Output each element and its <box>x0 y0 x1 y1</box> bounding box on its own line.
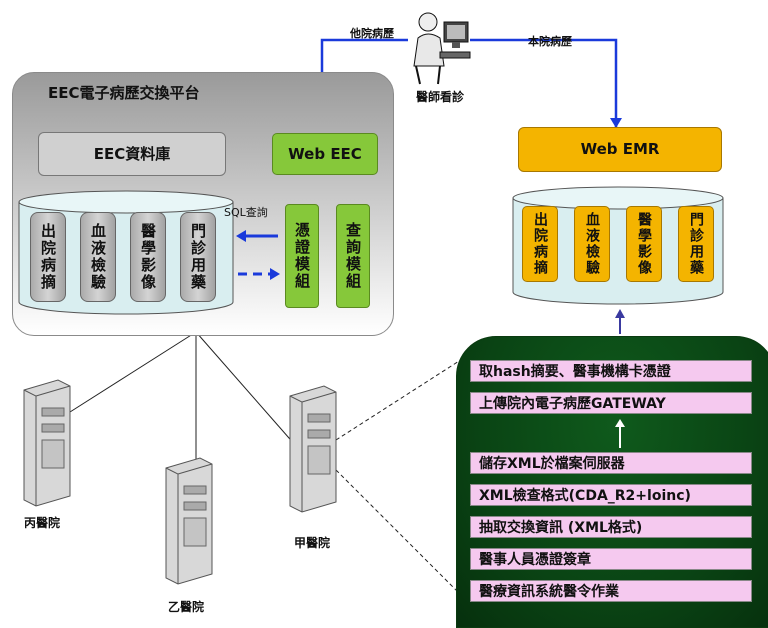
eec-module-discharge: 出院病摘 <box>30 212 66 302</box>
query-module: 查詢模組 <box>336 204 370 308</box>
step-hash-cert: 取hash摘要、醫事機構卡憑證 <box>470 360 752 382</box>
other-hospital-record-label: 他院病歷 <box>350 27 394 40</box>
step-store-xml: 儲存XML於檔案伺服器 <box>470 452 752 474</box>
web-emr-box: Web EMR <box>518 127 722 172</box>
net-line-c <box>69 331 197 413</box>
link-own-hospital <box>470 38 618 127</box>
step-extract-info: 抽取交換資訊 (XML格式) <box>470 516 752 538</box>
step-his-order: 醫療資訊系統醫令作業 <box>470 580 752 602</box>
platform-title: EEC電子病歷交換平台 <box>48 84 200 102</box>
step-staff-signature: 醫事人員憑證簽章 <box>470 548 752 570</box>
server-icon-b <box>165 457 213 585</box>
arrow-head-web-emr <box>610 118 622 128</box>
own-hospital-record-label: 本院病歷 <box>528 35 572 48</box>
eec-module-outpatient-med: 門診用藥 <box>180 212 216 302</box>
eec-db-cylinder <box>18 190 234 315</box>
web-eec-box: Web EEC <box>272 133 378 175</box>
eec-module-medical-image: 醫學影像 <box>130 212 166 302</box>
sql-query-label: SQL查詢 <box>224 206 268 219</box>
cert-module: 憑證模組 <box>285 204 319 308</box>
emr-module-outpatient-med: 門診用藥 <box>678 206 714 282</box>
eec-database-box: EEC資料庫 <box>38 132 226 176</box>
doctor-label: 醫師看診 <box>416 90 465 104</box>
arrow-up-emr <box>615 309 625 318</box>
eec-module-blood-test: 血液檢驗 <box>80 212 116 302</box>
hospital-c-label: 丙醫院 <box>24 516 61 530</box>
step-check-xml: XML檢查格式(CDA_R2+loinc) <box>470 484 752 506</box>
hospital-a-label: 甲醫院 <box>294 536 331 550</box>
server-icon-c <box>23 379 71 507</box>
doctor-at-computer-icon <box>413 12 471 85</box>
step-upload-gateway: 上傳院內電子病歷GATEWAY <box>470 392 752 414</box>
process-panel <box>456 336 768 628</box>
emr-module-discharge: 出院病摘 <box>522 206 558 282</box>
hospital-b-label: 乙醫院 <box>168 600 205 614</box>
emr-db-cylinder <box>512 186 724 305</box>
emr-module-blood-test: 血液檢驗 <box>574 206 610 282</box>
emr-module-medical-image: 醫學影像 <box>626 206 662 282</box>
net-line-a <box>195 331 297 447</box>
server-icon-a <box>289 385 337 513</box>
sql-arrows <box>236 230 280 280</box>
step-up-arrow <box>615 419 625 448</box>
